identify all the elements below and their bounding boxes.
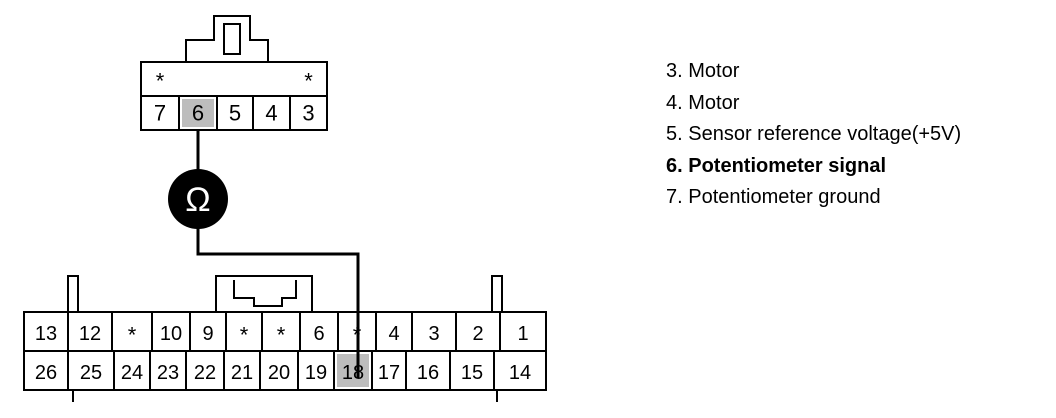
small-connector-pin-label: 4: [265, 100, 277, 125]
large-connector-pin-label: 4: [388, 323, 399, 345]
large-connector-pin-label: 14: [509, 362, 531, 384]
large-connector-latch: [215, 275, 313, 312]
large-connector-pin-label: 26: [35, 362, 57, 384]
large-connector-pin-label: 15: [461, 362, 483, 384]
large-connector-pin-label: 18: [342, 362, 364, 384]
large-connector-pin-label: 19: [305, 362, 327, 384]
large-connector-pin-label: 24: [121, 362, 143, 384]
large-connector-pin-label: 16: [417, 362, 439, 384]
small-connector-pin-label: 6: [192, 100, 204, 125]
large-connector-pin-label: 25: [80, 362, 102, 384]
small-connector-pin-label: *: [156, 69, 165, 94]
large-connector-pin-label: 6: [313, 323, 324, 345]
small-connector-pin-label: *: [304, 69, 313, 94]
large-connector-pin-label: 13: [35, 323, 57, 345]
large-connector-highlighted-pin: [337, 354, 369, 387]
large-connector-pin-label: 10: [160, 323, 182, 345]
pin-legend: 3. Motor 4. Motor 5. Sensor reference volt…: [666, 56, 961, 214]
large-connector-pin-label: 22: [194, 362, 216, 384]
large-connector-pin-label: *: [240, 322, 249, 347]
legend-item: 6. Potentiometer signal: [666, 154, 887, 177]
right-mounting-post: [491, 275, 503, 313]
ohm-symbol: Ω: [185, 181, 210, 219]
large-connector-pin-label: 2: [472, 323, 483, 345]
large-connector-pin-label: 9: [202, 323, 213, 345]
large-connector-pin-label: *: [128, 322, 137, 347]
probe-wire-lower: [196, 228, 360, 378]
small-connector-pin-label: 3: [302, 100, 314, 125]
legend-item: 3. Motor: [666, 60, 740, 82]
legend-item: 4. Motor: [666, 91, 740, 114]
small-connector-latch-slot: [223, 23, 241, 55]
small-connector-pin-label: 5: [229, 100, 241, 125]
large-connector-pin-label: 3: [428, 323, 439, 345]
legend-item: 5. Sensor reference voltage(+5V): [666, 123, 962, 146]
large-connector-pin-label: *: [277, 322, 286, 347]
small-connector-highlighted-pin: [182, 99, 214, 127]
large-connector-pin-label: 20: [268, 362, 290, 384]
legend-item: 7. Potentiometer ground: [666, 186, 881, 209]
large-connector-pin-label: 1: [517, 323, 528, 345]
ohmmeter-icon: Ω: [168, 169, 228, 229]
large-connector-pin-label: 21: [231, 362, 253, 384]
small-connector-latch: [185, 15, 269, 62]
large-connector-pin-label: 12: [79, 323, 101, 345]
large-connector-latch-inner: [233, 280, 297, 307]
large-connector-pin-label: 17: [378, 362, 400, 384]
small-connector-pin-label: 7: [154, 100, 166, 125]
large-connector-pin-label: 23: [157, 362, 179, 384]
left-mounting-post: [67, 275, 79, 313]
